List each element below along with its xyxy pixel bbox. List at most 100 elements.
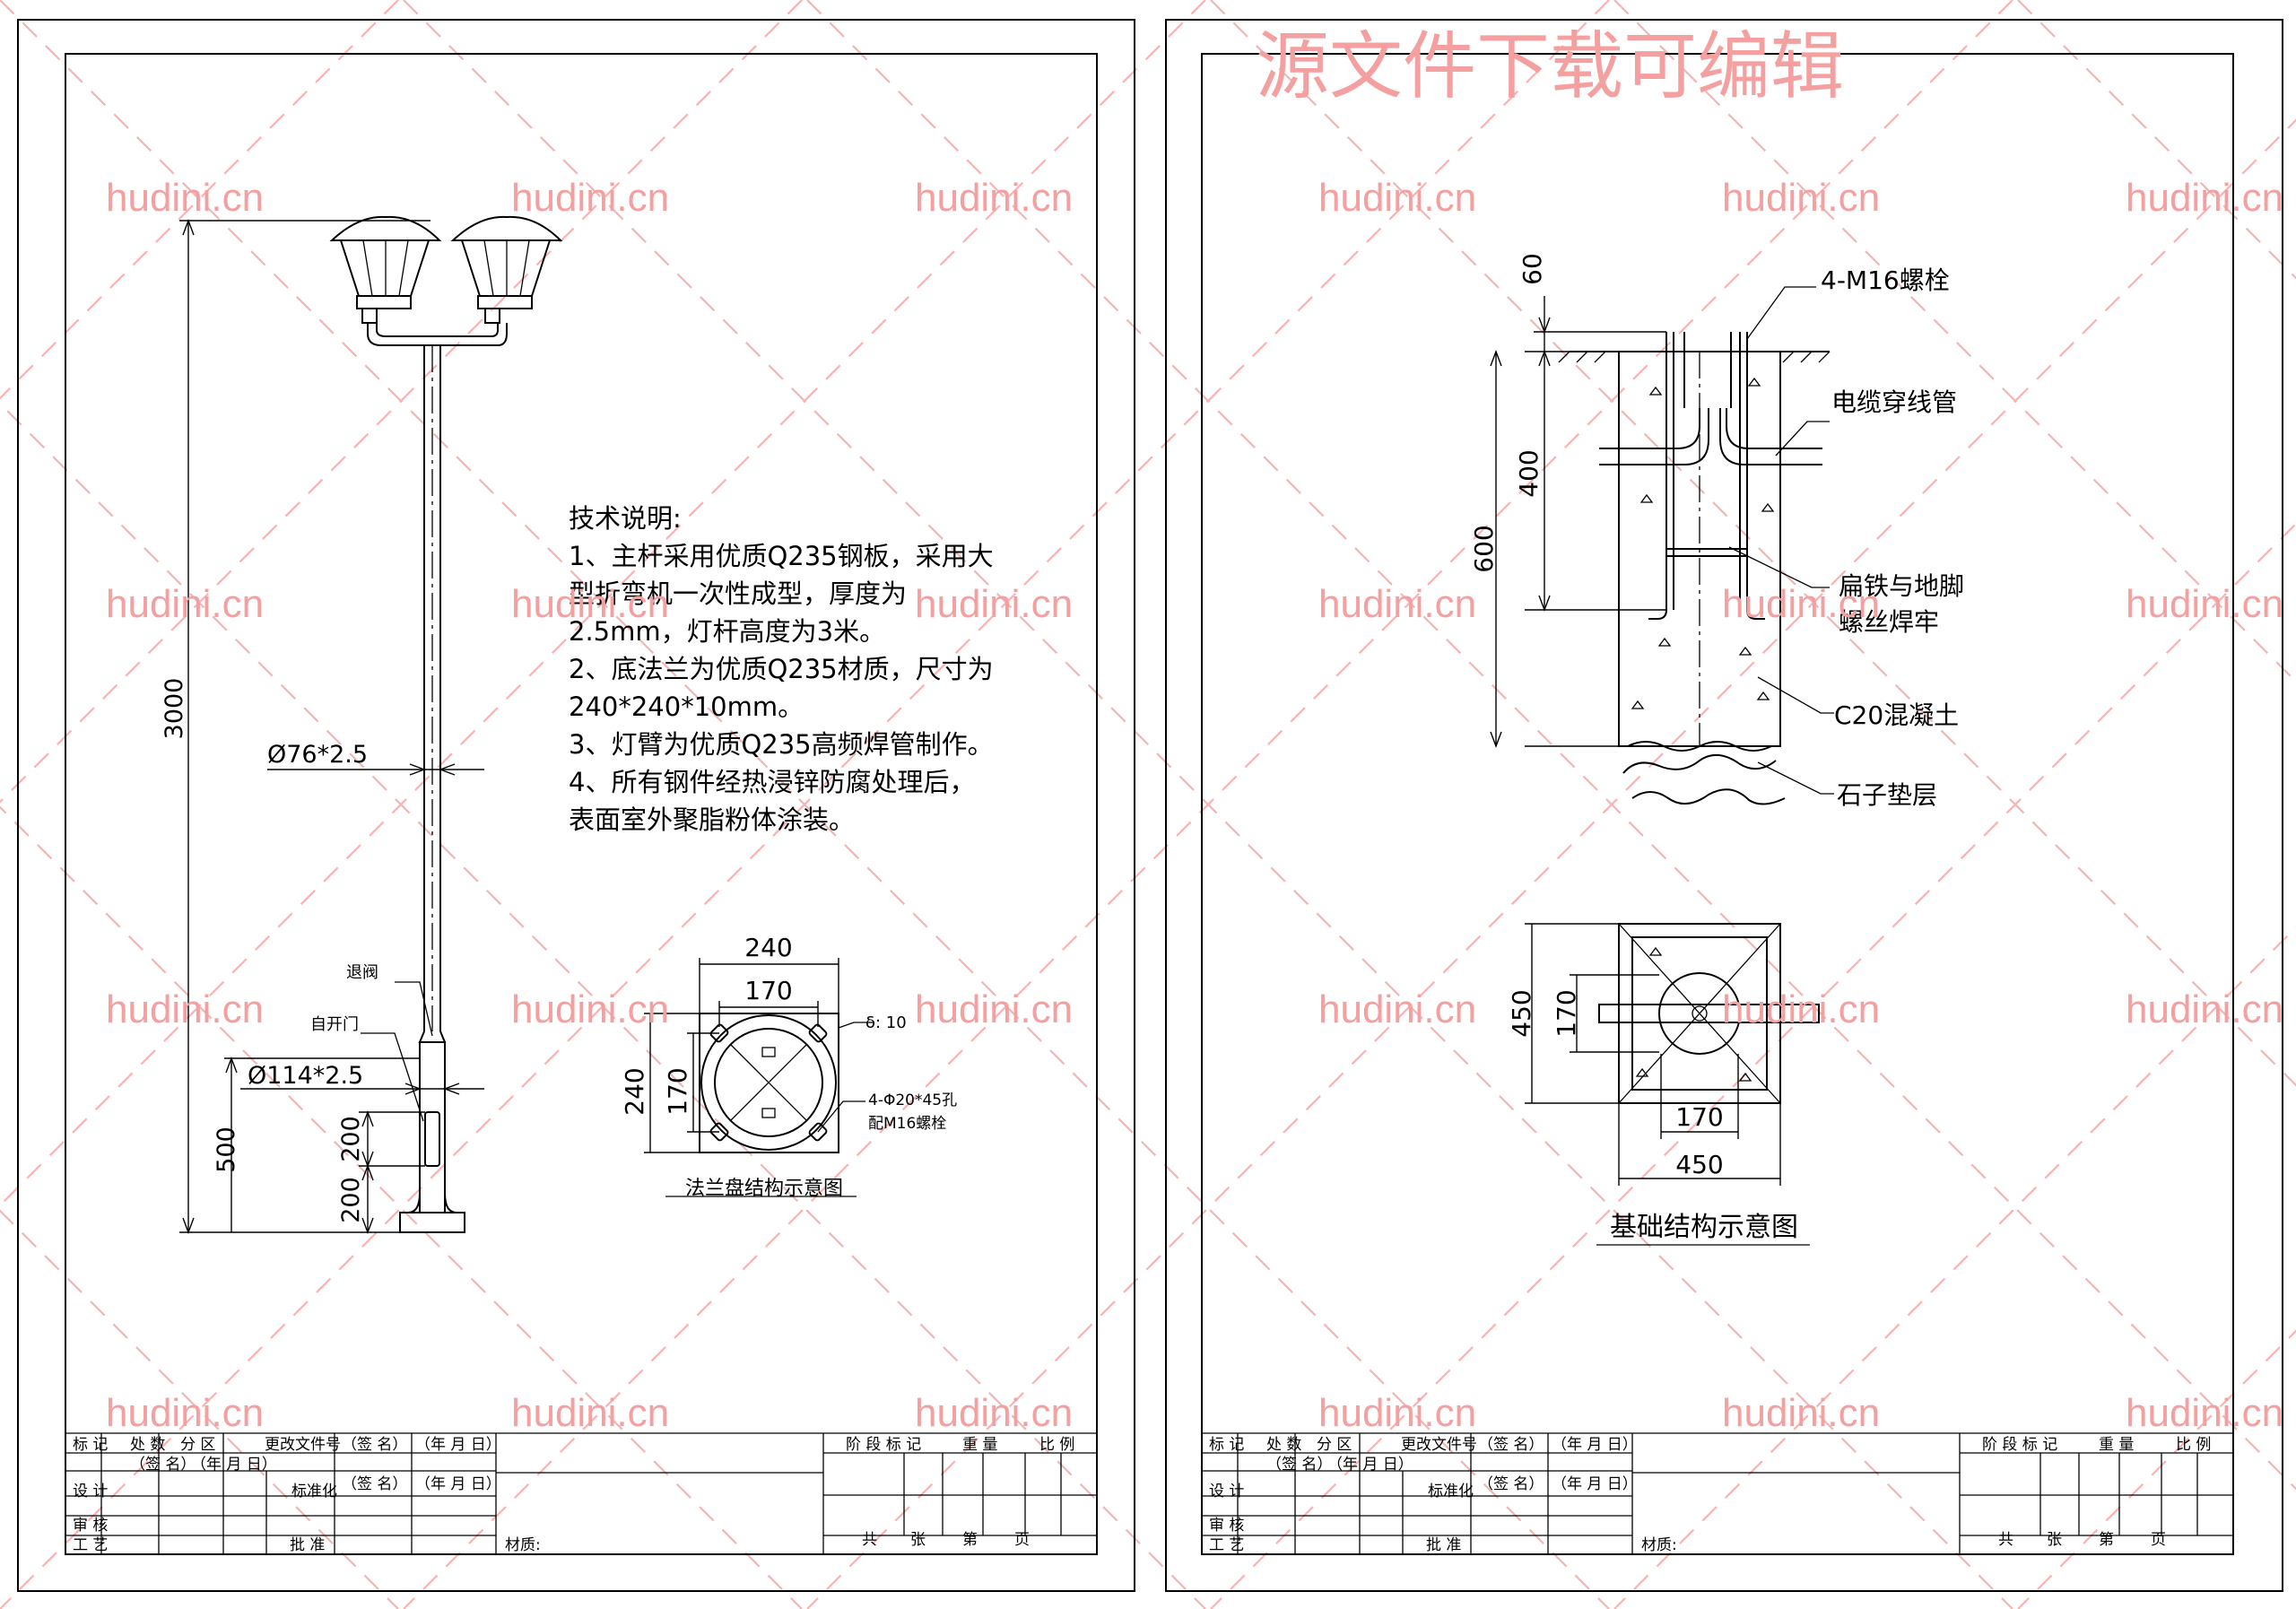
watermark-text: hudini.cn <box>511 582 669 626</box>
foundation-plan <box>1525 923 1820 1246</box>
watermark-text: hudini.cn <box>511 176 669 220</box>
title-block-text: 审 核 <box>1209 1517 1244 1535</box>
title-block-text: （年 月 日） <box>1327 1456 1413 1474</box>
notes-line: 2.5mm，灯杆高度为3米。 <box>569 616 885 647</box>
flange-side-inner-label: 170 <box>663 1067 692 1115</box>
watermark-text: hudini.cn <box>915 1391 1073 1435</box>
total-height-label: 3000 <box>161 678 188 740</box>
weld-callout-2: 螺丝焊牢 <box>1839 607 1939 637</box>
watermark-hatch-line <box>806 118 2296 1609</box>
plan-caption: 基础结构示意图 <box>1610 1212 1798 1243</box>
plan-170-bottom-label: 170 <box>1675 1102 1723 1132</box>
flange-side-outer-label: 240 <box>620 1067 649 1115</box>
pole-dimensions <box>179 219 484 1234</box>
title-block-text: 标 记 <box>1209 1436 1244 1454</box>
notes-line: 240*240*10mm。 <box>569 691 804 722</box>
watermark-text: hudini.cn <box>1722 176 1880 220</box>
sheet2-frame <box>1165 19 2283 1592</box>
watermark-text: hudini.cn <box>1722 1391 1880 1435</box>
concrete-callout: C20混凝土 <box>1834 700 1959 730</box>
title-block-text: 更改文件号 <box>1401 1436 1477 1454</box>
watermark-hatch-line <box>0 1209 399 1609</box>
title-block-sheet2: 标 记处 数分 区更改文件号（签 名）（年 月 日）设 计（签 名）（年 月 日… <box>1202 1432 2233 1554</box>
watermark-hatch-line <box>2017 1329 2296 1609</box>
title-block-text: 设 计 <box>73 1483 108 1500</box>
lower-height-label: 500 <box>213 1126 240 1173</box>
watermark-banner: 源文件下载可编辑 <box>1256 24 1844 109</box>
watermark-text: hudini.cn <box>915 582 1073 626</box>
flange-labels: 240 170 240 170 δ: 10 4-Φ20*45孔 配M16螺栓 法… <box>620 933 957 1200</box>
depth-60-label: 60 <box>1518 253 1547 285</box>
watermark-hatch-line <box>0 0 399 400</box>
watermark-text: hudini.cn <box>2126 1391 2283 1435</box>
title-block-text: （年 月 日） <box>1552 1475 1638 1493</box>
watermark-text: hudini.cn <box>1722 987 1880 1031</box>
title-block-sheet1: 标 记处 数分 区更改文件号（签 名）（年 月 日）设 计（签 名）（年 月 日… <box>65 1432 1097 1554</box>
foundation-section <box>1490 286 1834 805</box>
flange-outer-label: 240 <box>744 933 792 962</box>
title-block-text: （签 名） <box>130 1456 196 1474</box>
title-block-text: 处 数 <box>130 1436 165 1454</box>
lamp-head-left <box>329 215 442 324</box>
title-block-text: 审 核 <box>73 1517 108 1535</box>
door-callout: 自开门 <box>310 1015 359 1034</box>
weld-callout-1: 扁铁与地脚 <box>1839 571 1964 601</box>
sheet1-frame <box>17 19 1135 1592</box>
title-block-text: 工 艺 <box>73 1536 108 1554</box>
watermark-text: hudini.cn <box>106 1391 264 1435</box>
watermark-hatch-line <box>2017 0 2296 280</box>
title-block-text: 共 <box>862 1531 877 1549</box>
flange-holes-label: 4-Φ20*45孔 <box>868 1092 957 1109</box>
title-block-text: （年 月 日） <box>415 1436 501 1454</box>
flange-plan <box>644 958 874 1197</box>
gravel-callout: 石子垫层 <box>1837 780 1937 810</box>
title-block-text: 标 记 <box>73 1436 108 1454</box>
plan-170-side-label: 170 <box>1552 989 1581 1037</box>
title-block-text: （年 月 日） <box>415 1475 501 1493</box>
depth-600-label: 600 <box>1469 525 1499 572</box>
flange-thickness-label: δ: 10 <box>865 1013 907 1032</box>
title-block-text: 分 区 <box>180 1436 215 1454</box>
title-block-text: 标准化 <box>291 1483 337 1500</box>
watermark-text: hudini.cn <box>511 1391 669 1435</box>
watermark-hatch-line <box>1613 926 2296 1609</box>
watermark-text: hudini.cn <box>2126 987 2283 1031</box>
title-block-text: （签 名） <box>1478 1475 1544 1493</box>
watermark-hatch-line <box>806 0 2296 1491</box>
plan-450-side-label: 450 <box>1507 989 1536 1037</box>
title-block-text: （签 名） <box>1266 1456 1332 1474</box>
watermark-text: hudini.cn <box>1318 176 1476 220</box>
valve-callout: 退阀 <box>346 963 378 982</box>
title-block-text: （年 月 日） <box>1552 1436 1638 1454</box>
watermark-text: hudini.cn <box>106 987 264 1031</box>
title-block-text: 第 <box>962 1531 978 1549</box>
title-block-text: 共 <box>1998 1531 2013 1549</box>
title-block-text: （年 月 日） <box>191 1456 277 1474</box>
title-block-text: 设 计 <box>1209 1483 1244 1500</box>
pole-dimension-labels: 3000 Ø76*2.5 Ø114*2.5 500 200 200 退阀 自开门 <box>161 678 378 1223</box>
title-block-text: （签 名） <box>342 1475 407 1493</box>
flange-caption: 法兰盘结构示意图 <box>685 1178 843 1200</box>
title-block-text: 张 <box>2047 1531 2062 1549</box>
notes-line: 4、所有钢件经热浸锌防腐处理后， <box>569 767 975 797</box>
watermark-text: hudini.cn <box>915 176 1073 220</box>
title-block-text: 阶 段 标 记 <box>1982 1436 2057 1454</box>
title-block-text: 第 <box>2099 1531 2114 1549</box>
title-block-text: 页 <box>2151 1531 2166 1549</box>
title-block-text: 页 <box>1014 1531 1030 1549</box>
watermark-hatch-line <box>0 0 1610 1609</box>
flange-inner-label: 170 <box>744 976 792 1005</box>
watermark-text: hudini.cn <box>1318 987 1476 1031</box>
title-block-text: 重 量 <box>962 1436 997 1454</box>
notes-line: 表面室外聚脂粉体涂装。 <box>569 804 855 835</box>
notes-line: 3、灯臂为优质Q235高频焊管制作。 <box>569 729 994 760</box>
watermark-text: hudini.cn <box>106 582 264 626</box>
title-block-text: 比 例 <box>2176 1436 2211 1454</box>
title-block-text: 阶 段 标 记 <box>846 1436 921 1454</box>
watermark-text: hudini.cn <box>106 176 264 220</box>
lamp-pole-elevation <box>329 215 563 1233</box>
title-block-text: （签 名） <box>1478 1436 1544 1454</box>
title-block-text: 标准化 <box>1428 1483 1474 1500</box>
